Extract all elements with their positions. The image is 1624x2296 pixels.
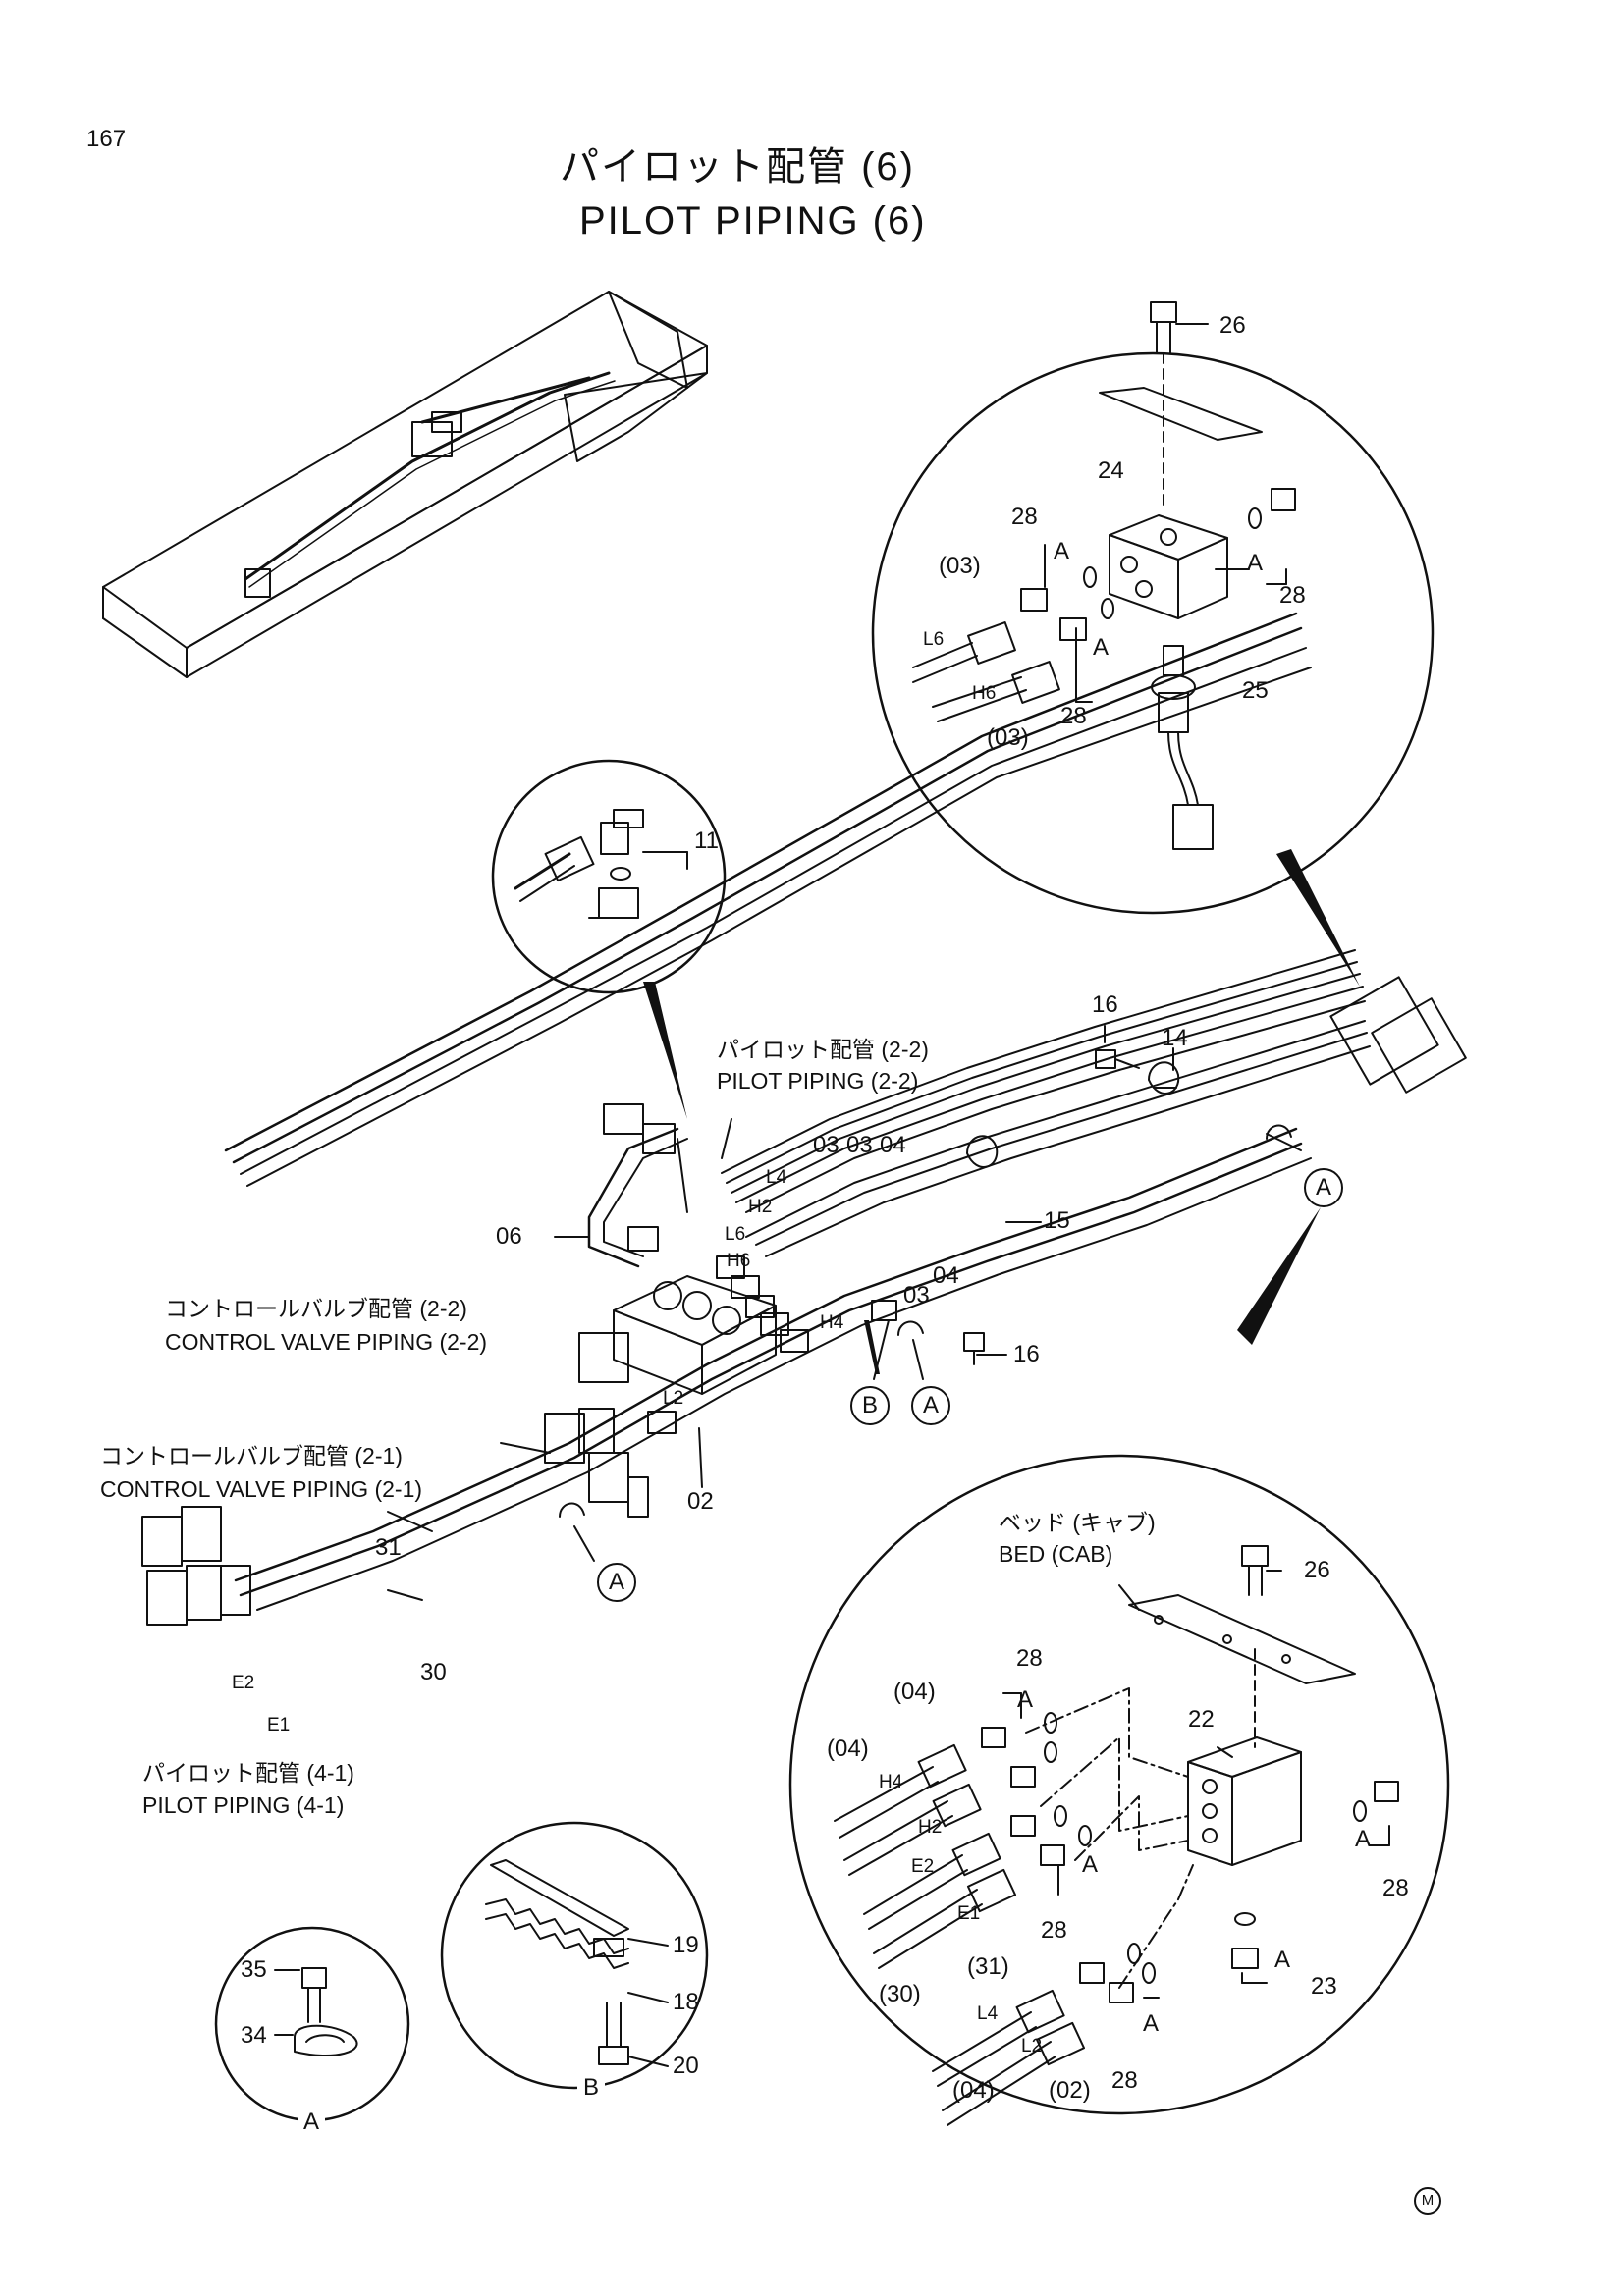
callout-31: 31 [375,1534,402,1561]
title-english: PILOT PIPING (6) [579,199,927,242]
detail-a-name: A [298,2110,326,2134]
hose-mark-L4: L4 [766,1167,787,1188]
callout-03-c: 03 [903,1282,930,1308]
top-mark-L6: L6 [923,629,945,650]
label-bed-jp: ベッド (キャブ) [999,1510,1156,1535]
top-callout-24: 24 [1098,457,1124,484]
top-callout-28-c: 28 [1060,703,1087,729]
label-pilot-4-1-en: PILOT PIPING (4-1) [142,1792,345,1818]
top-mark-a-1: A [1054,538,1070,564]
bottom-mark-a-2: A [1082,1851,1099,1878]
bottom-mark-a-4: A [1274,1947,1291,1973]
bottom-callout-02: (02) [1049,2077,1091,2104]
bottom-callout-04-c: (04) [952,2077,995,2104]
overview-machine-illustration [102,291,708,678]
main-hose-harness [141,612,1467,1626]
detail-b-callout-18: 18 [673,1989,699,2015]
label-bed-en: BED (CAB) [999,1541,1113,1567]
view-ref-a-2: A [911,1386,950,1425]
detail-circle-bed-block [788,1207,1450,2126]
top-callout-28-b: 28 [1279,582,1306,609]
label-cv-2-1-en: CONTROL VALVE PIPING (2-1) [100,1476,423,1502]
page-number: 167 [86,126,127,152]
bottom-mark-H2: H2 [918,1817,943,1838]
hose-mark-E1: E1 [267,1715,291,1735]
bottom-callout-23: 23 [1311,1973,1337,2000]
callout-04-a: 04 [880,1132,906,1158]
hose-mark-H2: H2 [748,1197,773,1217]
top-callout-03-b: (03) [987,724,1029,751]
bottom-callout-04-b: (04) [827,1735,869,1762]
top-mark-a-3: A [1093,634,1110,661]
label-cv-2-2-jp: コントロールバルブ配管 (2-2) [165,1296,467,1321]
bottom-callout-04-a: (04) [893,1679,936,1705]
callout-03-b: 03 [846,1132,873,1158]
callout-16-lower: 16 [1013,1341,1040,1367]
bottom-mark-a-5: A [1143,2010,1160,2037]
hose-mark-H6: H6 [727,1251,751,1271]
callout-30: 30 [420,1659,447,1685]
label-cv-2-2-en: CONTROL VALVE PIPING (2-2) [165,1329,488,1355]
top-mark-H6: H6 [972,683,997,704]
bottom-callout-28-c: 28 [1382,1875,1409,1901]
hose-mark-E2: E2 [232,1673,255,1693]
detail-b-callout-19: 19 [673,1932,699,1958]
callout-14: 14 [1162,1025,1188,1051]
top-mark-a-2: A [1247,550,1264,576]
bottom-callout-31: (31) [967,1953,1009,1980]
bottom-mark-E1: E1 [957,1903,981,1924]
corner-m-mark: M [1414,2187,1441,2215]
bottom-callout-28-b: 28 [1041,1917,1067,1944]
bottom-callout-28-d: 28 [1111,2067,1138,2094]
bottom-mark-H4: H4 [879,1772,903,1792]
label-cv-2-1-jp: コントロールバルブ配管 (2-1) [100,1443,403,1468]
top-callout-28-a: 28 [1011,504,1038,530]
bottom-callout-30: (30) [879,1981,921,2007]
callout-03-a: 03 [813,1132,839,1158]
title-japanese: パイロット配管 (6) [560,145,915,188]
label-pilot-2-2-jp: パイロット配管 (2-2) [717,1037,929,1062]
detail-circle-sensor-block [871,301,1435,987]
callout-04-b: 04 [933,1262,959,1289]
bottom-mark-L4: L4 [977,2003,999,2024]
view-ref-b: B [850,1386,890,1425]
view-ref-a-3: A [597,1563,636,1602]
bottom-mark-L2: L2 [1021,2036,1043,2056]
hose-mark-H4: H4 [820,1312,844,1333]
label-pilot-2-2-en: PILOT PIPING (2-2) [717,1068,919,1094]
detail-b-callout-20: 20 [673,2053,699,2079]
callout-06: 06 [496,1223,522,1250]
callout-16-upper: 16 [1092,991,1118,1018]
bottom-mark-a-3: A [1355,1826,1372,1852]
bottom-mark-E2: E2 [911,1856,935,1877]
callout-15: 15 [1044,1207,1070,1234]
label-pilot-4-1-jp: パイロット配管 (4-1) [142,1760,354,1786]
bottom-callout-28-a: 28 [1016,1645,1043,1672]
view-ref-a-1: A [1304,1168,1343,1207]
callout-11: 11 [694,828,719,854]
callout-02: 02 [687,1488,714,1515]
top-callout-25: 25 [1242,677,1269,704]
top-callout-26: 26 [1219,312,1246,339]
bottom-callout-26: 26 [1304,1557,1330,1583]
hose-mark-L6: L6 [725,1224,746,1245]
detail-a-callout-34: 34 [241,2022,267,2049]
detail-b-name: B [577,2076,606,2100]
hose-mark-L2: L2 [663,1388,684,1409]
detail-a-callout-35: 35 [241,1956,267,1983]
bottom-callout-22: 22 [1188,1706,1215,1733]
bottom-mark-a-1: A [1017,1686,1034,1713]
top-callout-03-a: (03) [939,553,981,579]
detail-circle-elbow [491,759,727,1119]
detail-circle-b [440,1821,709,2090]
